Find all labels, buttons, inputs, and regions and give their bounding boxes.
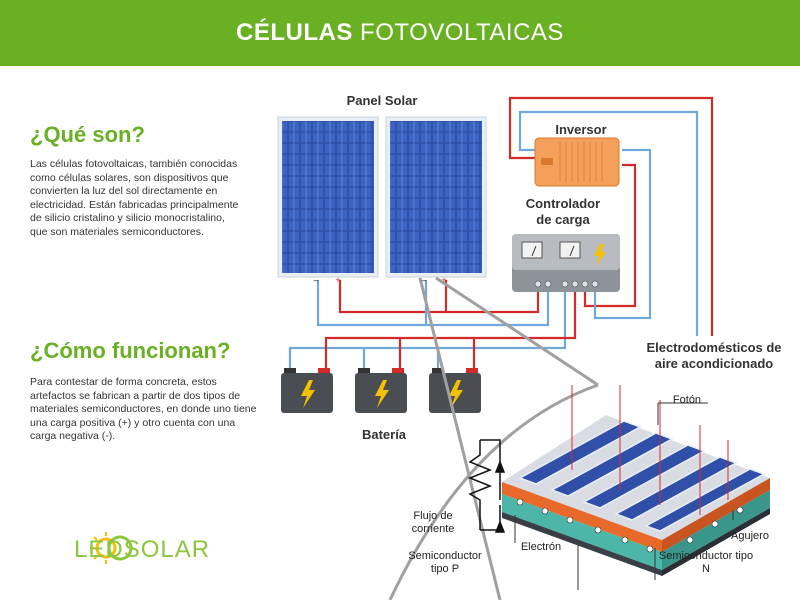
title-bold: CÉLULAS	[236, 19, 353, 46]
section-what-title: ¿Qué son?	[30, 122, 145, 147]
electron-label: Electrón	[520, 541, 562, 553]
battery-3	[429, 368, 481, 413]
charge-controller	[512, 234, 620, 292]
panel-right-minus: –	[421, 275, 427, 285]
section-how-text: Para contestar de forma concreta, estos …	[30, 376, 257, 442]
semiconductor-p-label: Semiconductor tipo P	[408, 550, 482, 575]
photon-rays	[571, 385, 729, 515]
solar-cell-cross-section	[502, 415, 770, 576]
panel-solar-label: Panel Solar	[346, 93, 418, 108]
panel-left-minus: –	[313, 275, 319, 285]
inverter-label: Inversor	[555, 122, 607, 137]
controller-label: Controlador de carga	[525, 196, 601, 227]
current-flow-label: Flujo de corriente	[411, 510, 455, 535]
current-flow-circuit	[467, 439, 506, 533]
hole-label: Agujero	[731, 530, 769, 542]
wiring	[288, 96, 714, 372]
page-title: CÉLULAS FOTOVOLTAICAS	[236, 19, 564, 47]
title-light: FOTOVOLTAICAS	[352, 19, 564, 46]
header-bar: CÉLULAS FOTOVOLTAICAS	[0, 0, 800, 66]
inverter	[534, 137, 620, 187]
solar-panel-left	[277, 116, 379, 278]
panel-right-plus: +	[441, 275, 447, 285]
battery-label: Batería	[361, 427, 407, 442]
semiconductor-n-label: Semiconductor tipo N	[658, 550, 754, 575]
solar-panel-right	[385, 116, 487, 278]
ledsolar-logo-icon	[90, 532, 133, 564]
ledsolar-logo-text: LEDSOLAR	[74, 536, 211, 563]
photon-label: Fotón	[672, 394, 702, 406]
battery-2	[355, 368, 407, 413]
panel-left-plus: +	[335, 275, 341, 285]
section-what-text: Las células fotovoltaicas, también conoc…	[30, 158, 239, 238]
label-pointers	[514, 402, 734, 590]
battery-1	[281, 368, 333, 413]
zoom-callout-lines	[388, 276, 599, 600]
section-how-title: ¿Cómo funcionan?	[30, 338, 231, 363]
appliances-label: Electrodomésticos de aire acondicionado	[646, 340, 782, 371]
